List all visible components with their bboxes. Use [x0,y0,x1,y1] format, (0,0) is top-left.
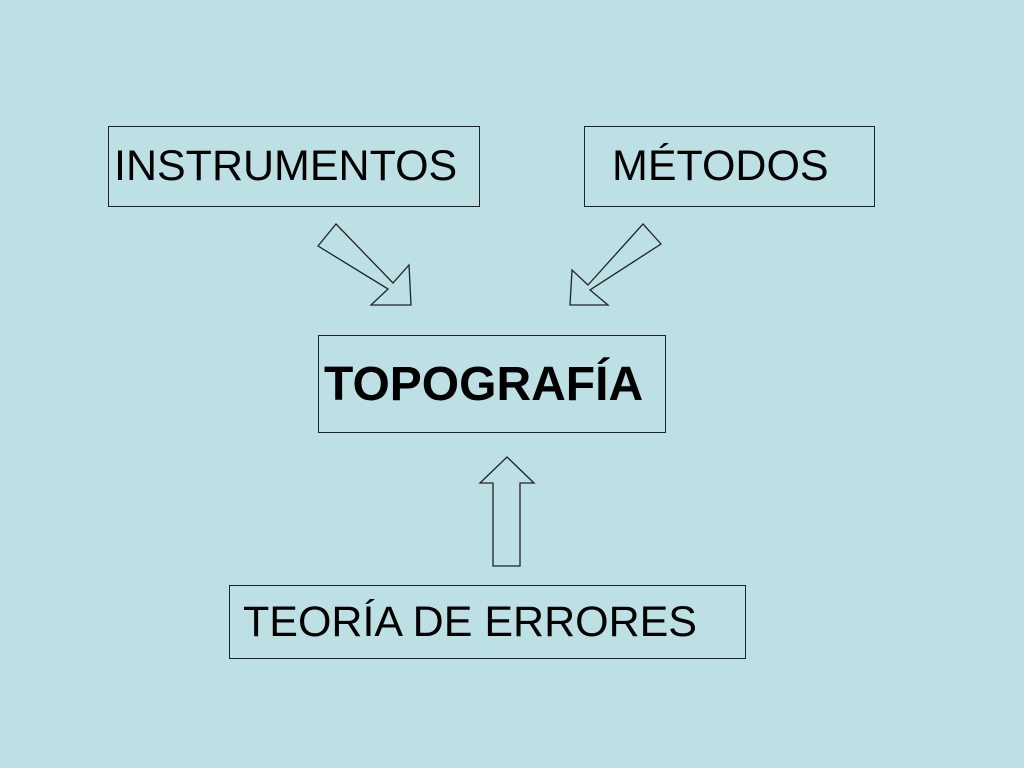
node-topografia-label: TOPOGRAFÍA [324,357,644,411]
node-teoria-errores: TEORÍA DE ERRORES [229,585,746,659]
arrow-teoria-errores-to-topografia [478,456,536,567]
node-teoria-errores-label: TEORÍA DE ERRORES [243,597,697,646]
node-instrumentos-label: INSTRUMENTOS [114,142,458,190]
arrow-instrumentos-to-topografia [317,223,412,306]
node-metodos: MÉTODOS [584,126,875,207]
arrow-metodos-to-topografia [569,223,662,306]
node-instrumentos: INSTRUMENTOS [108,126,480,207]
node-metodos-label: MÉTODOS [612,142,829,190]
node-topografia: TOPOGRAFÍA [318,335,666,433]
